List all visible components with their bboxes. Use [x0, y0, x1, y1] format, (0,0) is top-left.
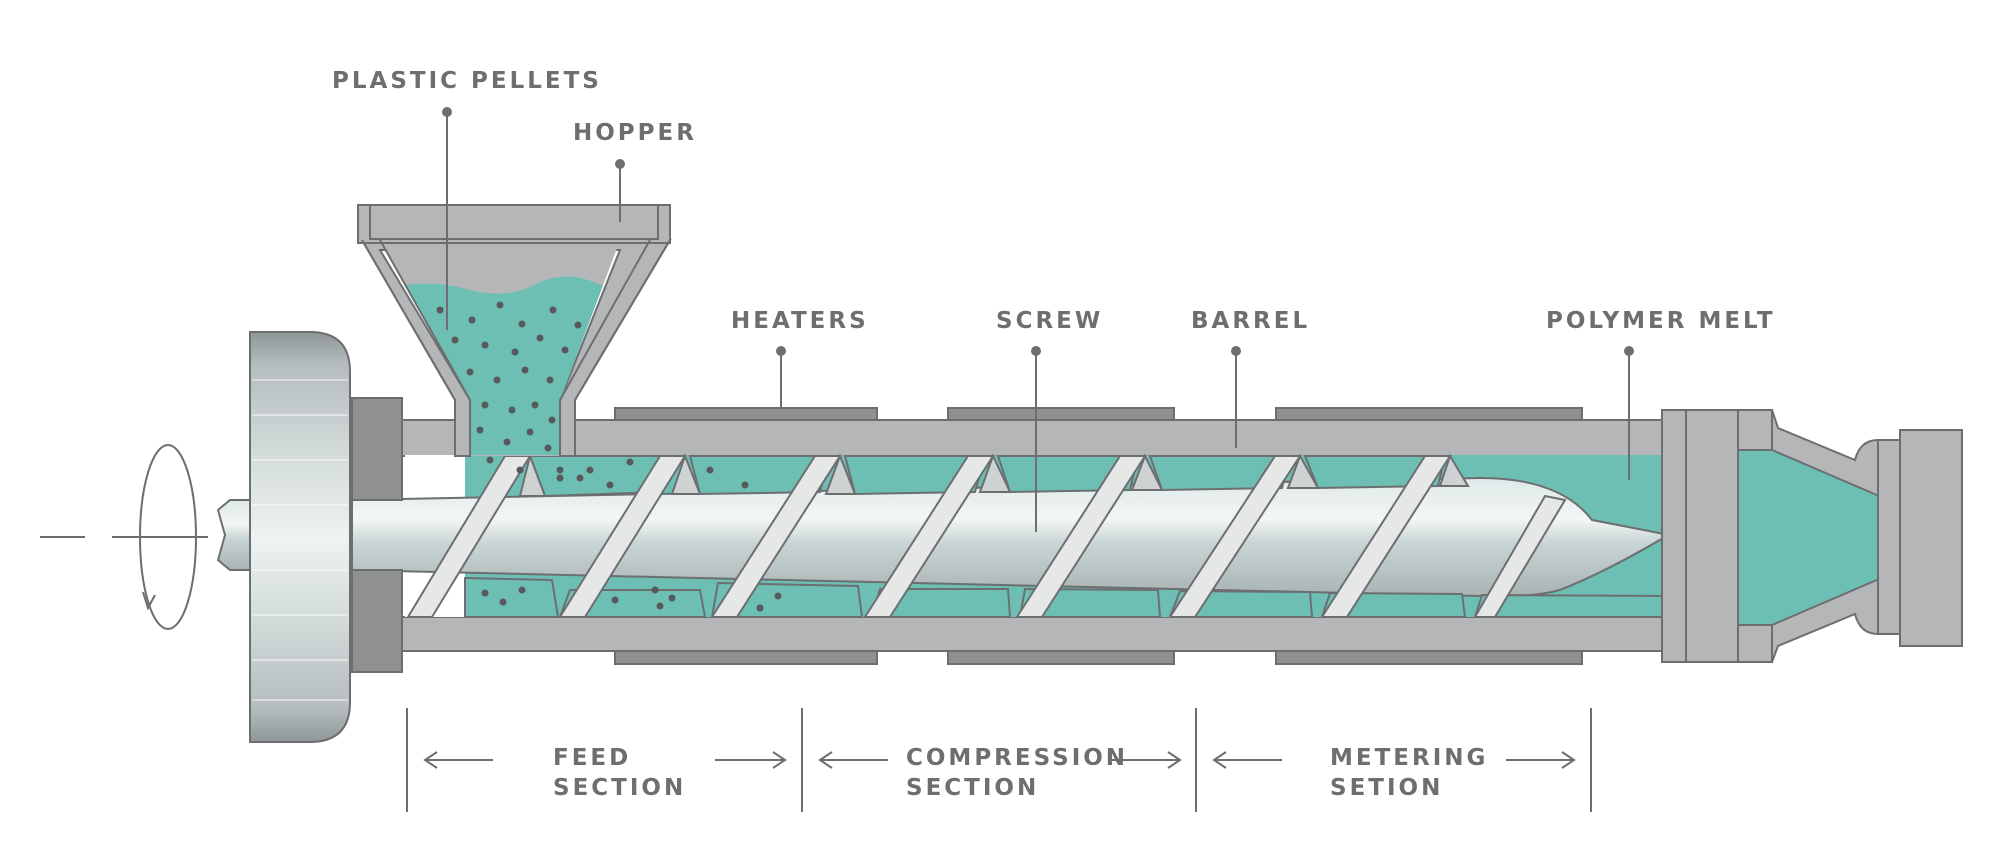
- nozzle-neck: [1877, 439, 1901, 635]
- rotation-arrowhead-icon: [142, 591, 156, 611]
- nozzle: [1661, 409, 1963, 663]
- label-barrel: BARREL: [1191, 308, 1310, 334]
- heater-bottom-2: [947, 649, 1175, 665]
- callouts: [442, 107, 1634, 532]
- bearing-bottom: [351, 569, 403, 673]
- screw-top-bands: [528, 455, 1447, 498]
- end-flange-2: [1685, 409, 1739, 663]
- bearing-top: [351, 397, 403, 501]
- hopper-rim-inner: [369, 204, 659, 240]
- label-polymer-melt: POLYMER MELT: [1546, 308, 1776, 334]
- label-hopper: HOPPER: [573, 120, 697, 146]
- heater-bottom-1: [614, 649, 878, 665]
- end-flange-1: [1661, 409, 1687, 663]
- section-feed-line2: SECTION: [553, 775, 686, 801]
- drive-wheel: [249, 331, 351, 743]
- section-metering-line1: METERING: [1330, 745, 1488, 771]
- rotation-arrow-icon: [139, 444, 197, 630]
- section-compression-line1: COMPRESSION: [906, 745, 1128, 771]
- heater-bands: [614, 407, 1583, 665]
- barrel: [401, 419, 1686, 652]
- label-plastic-pellets: PLASTIC PELLETS: [332, 68, 602, 94]
- nozzle-tip: [1899, 429, 1963, 647]
- section-metering-line2: SETION: [1330, 775, 1443, 801]
- heater-bottom-3: [1275, 649, 1583, 665]
- flight-8: [1473, 494, 1567, 618]
- section-compression-line2: SECTION: [906, 775, 1039, 801]
- section-feed-line1: FEED: [553, 745, 631, 771]
- label-screw: SCREW: [996, 308, 1103, 334]
- barrel-bottom-wall: [401, 616, 1686, 652]
- section-dimensions: [406, 708, 1592, 812]
- drive-end: [40, 331, 403, 743]
- label-heaters: HEATERS: [731, 308, 869, 334]
- wheel-segments: [252, 379, 348, 701]
- barrel-top-wall: [401, 419, 1686, 457]
- pellets-in-barrel: [481, 458, 782, 612]
- hopper-pellets: [436, 301, 584, 482]
- flight-shadows: [518, 452, 1470, 497]
